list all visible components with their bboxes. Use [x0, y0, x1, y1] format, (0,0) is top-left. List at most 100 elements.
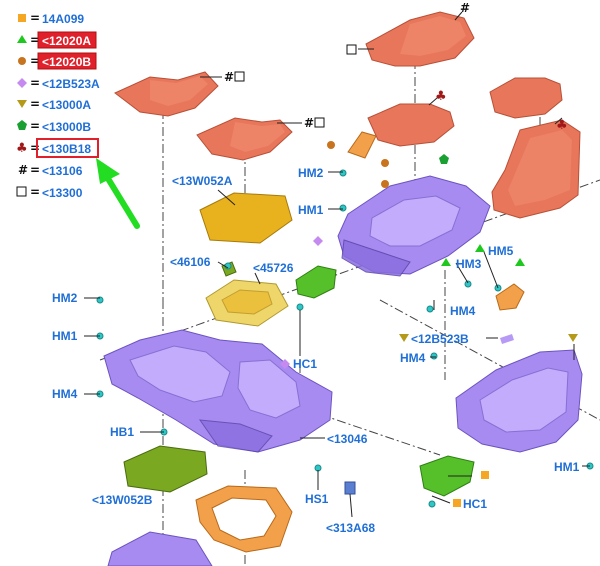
callout-13w052b: <13W052B — [92, 493, 153, 507]
hash-icon: # — [18, 163, 28, 177]
circle-icon — [327, 141, 335, 149]
green-panel-13w052b — [123, 445, 208, 493]
legend-equals: = — [30, 76, 40, 90]
legend-equals: = — [30, 119, 40, 133]
orange-frame-bottom — [195, 485, 293, 553]
open-square-icon — [314, 117, 325, 128]
triangle-up-icon — [441, 258, 451, 266]
triangle-up-icon — [515, 258, 525, 266]
triangle-down-icon — [399, 334, 409, 342]
callout-313a68: <313A68 — [326, 521, 375, 535]
callout-hm2: HM2 — [52, 291, 78, 305]
square-filled-icon — [18, 14, 26, 22]
legend-label-12b523a: <12B523A — [42, 77, 100, 91]
callout-hm4: HM4 — [450, 304, 476, 318]
callout-hs1: HS1 — [305, 492, 329, 506]
callout-hm1: HM1 — [52, 329, 78, 343]
circle-icon — [381, 180, 389, 188]
floor-mat-front-left — [114, 71, 219, 117]
legend-label-12020b: <12020B — [42, 55, 91, 69]
hash-icon: # — [224, 70, 234, 84]
legend-equals: = — [30, 141, 40, 155]
floor-pan-rear-upper — [337, 175, 491, 277]
legend-label-13000b: <13000B — [42, 120, 91, 134]
callout-hb1: HB1 — [110, 425, 134, 439]
floor-pan-front — [103, 329, 333, 453]
callout-hc1: HC1 — [293, 357, 317, 371]
highlight-box — [37, 31, 97, 49]
floor-mat-rear-top — [365, 11, 475, 67]
open-square-icon — [346, 44, 357, 55]
callout-hm4: HM4 — [400, 351, 426, 365]
legend-row-3: = <12020B — [18, 52, 97, 70]
open-square-icon — [234, 71, 245, 82]
legend-label-13106: <13106 — [42, 164, 83, 178]
callout-46106: <46106 — [170, 255, 211, 269]
callout-12b523b: <12B523B — [411, 332, 469, 346]
triangle-up-icon — [17, 35, 27, 43]
club-icon: ♣ — [435, 89, 447, 104]
diamond-icon — [313, 236, 323, 246]
club-icon: ♣ — [556, 118, 568, 133]
green-step-plate — [419, 455, 475, 497]
callout-hm3: HM3 — [456, 257, 482, 271]
floor-mat-right-upper — [489, 77, 563, 119]
square-filled-icon — [481, 471, 489, 479]
diamond-icon — [280, 359, 290, 369]
diamond-icon — [17, 78, 27, 88]
floor-mat-right-lower — [491, 119, 581, 219]
yellow-bracket-45726 — [205, 279, 289, 327]
legend-row-4: = <12B523A — [17, 76, 100, 91]
legend-row-7: ♣ = <130B18 — [16, 138, 99, 158]
floor-pan-bottom-left — [107, 531, 213, 566]
legend-row-8: # = <13106 — [18, 163, 83, 178]
legend-equals: = — [30, 54, 40, 68]
callout-hm4: HM4 — [52, 387, 78, 401]
callout-45726: <45726 — [253, 261, 294, 275]
floor-mat-front-center — [196, 117, 293, 161]
hash-icon: # — [460, 1, 470, 15]
square-filled-icon — [453, 499, 461, 507]
floor-pan-rear-right — [455, 349, 583, 453]
triangle-down-icon — [568, 334, 578, 342]
callout-hm2: HM2 — [298, 166, 324, 180]
legend-row-2: = <12020A — [17, 31, 97, 49]
legend-label-14a099: 14A099 — [42, 12, 84, 26]
circle-icon — [381, 159, 389, 167]
legend-label-13300: <13300 — [42, 186, 83, 200]
legend-label-12020a: <12020A — [42, 34, 91, 48]
callout-hm1: HM1 — [298, 203, 324, 217]
green-arrow-icon — [96, 158, 140, 229]
diamond-icon — [500, 334, 514, 344]
floor-mat-rear-mid — [367, 103, 455, 147]
legend-equals: = — [30, 163, 40, 177]
triangle-up-icon — [475, 244, 485, 252]
callout-hm1: HM1 — [554, 460, 580, 474]
highlight-box — [37, 52, 97, 70]
legend-equals: = — [30, 11, 40, 25]
yellow-panel-13w052a — [199, 192, 293, 244]
triangle-down-icon — [17, 100, 27, 108]
drawing-markers: # # # ♣ ♣ — [224, 1, 578, 507]
legend-equals: = — [30, 33, 40, 47]
legend-equals: = — [30, 185, 40, 199]
open-square-icon — [16, 186, 27, 197]
legend-label-13000a: <13000A — [42, 98, 91, 112]
pentagon-icon — [439, 154, 449, 164]
leader-lines — [84, 11, 590, 518]
legend-row-1: = 14A099 — [18, 11, 84, 26]
pentagon-icon — [17, 120, 27, 130]
legend-equals: = — [30, 97, 40, 111]
callout-hm5: HM5 — [488, 244, 514, 258]
hash-icon: # — [304, 116, 314, 130]
callout-13046: <13046 — [327, 432, 368, 446]
green-block — [295, 265, 337, 299]
club-icon: ♣ — [16, 141, 28, 156]
legend-row-9: = <13300 — [16, 185, 83, 200]
legend-row-6: = <13000B — [17, 119, 91, 134]
legend-row-5: = <13000A — [17, 97, 91, 112]
orange-clip-right — [495, 283, 525, 311]
callout-13w052a: <13W052A — [172, 174, 233, 188]
callout-hc1: HC1 — [463, 497, 487, 511]
